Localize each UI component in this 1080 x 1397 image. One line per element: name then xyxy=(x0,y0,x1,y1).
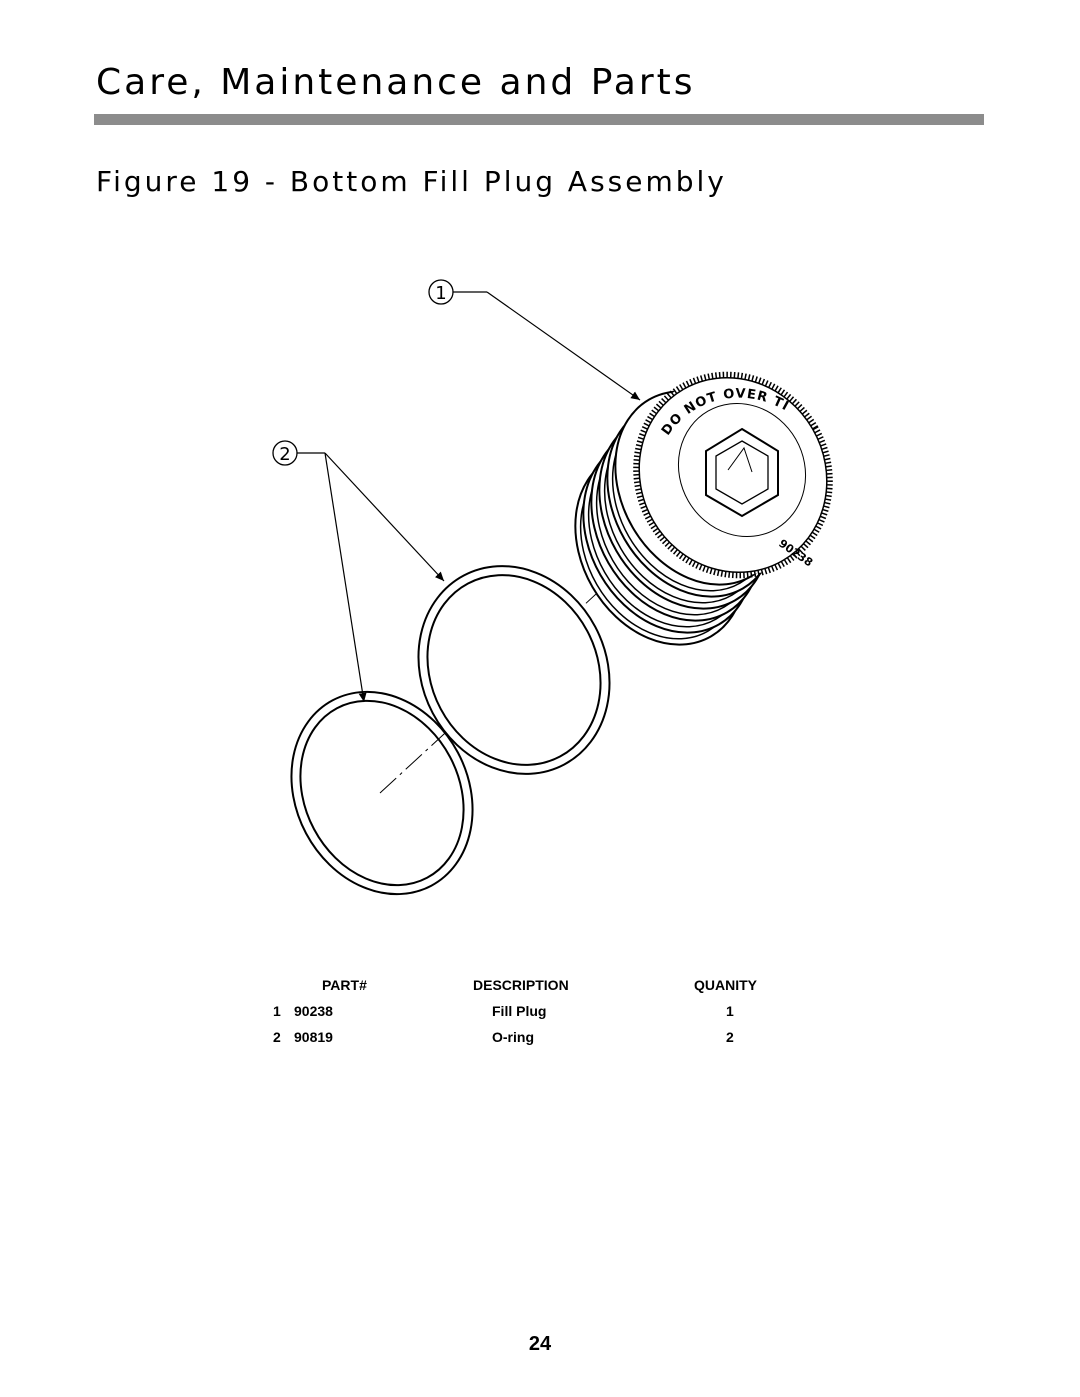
callout-2: 2 xyxy=(272,440,445,703)
header-part-number: PART# xyxy=(322,977,367,993)
section-title: Care, Maintenance and Parts xyxy=(96,62,696,103)
row-2-quantity: 2 xyxy=(726,1029,734,1045)
title-divider xyxy=(94,114,984,125)
row-1-description: Fill Plug xyxy=(492,1003,547,1019)
page-number: 24 xyxy=(528,1333,552,1355)
header-quantity: QUANITY xyxy=(694,977,757,993)
row-1-item: 1 xyxy=(273,1003,281,1019)
row-2-description: O-ring xyxy=(492,1029,534,1045)
callout-1-label: 1 xyxy=(435,283,446,304)
o-ring-front xyxy=(290,690,474,896)
row-2-item: 2 xyxy=(273,1029,281,1045)
callout-2-leader-b xyxy=(324,452,367,703)
callout-1: 1 xyxy=(428,279,641,401)
header-description: DESCRIPTION xyxy=(473,977,569,993)
fill-plug-assembly-drawing: 1 2 xyxy=(0,0,833,896)
figure-title: Figure 19 - Bottom Fill Plug Assembly xyxy=(96,165,727,198)
row-1-part: 90238 xyxy=(294,1003,333,1019)
o-ring-rear xyxy=(417,565,611,775)
cap-warning-text: DO NOT OVER TIGHTEN xyxy=(0,0,792,438)
callout-1-leader xyxy=(486,291,641,401)
row-2-part: 90819 xyxy=(294,1029,333,1045)
row-1-quantity: 1 xyxy=(726,1003,734,1019)
callout-2-label: 2 xyxy=(279,444,290,465)
fill-plug: DO NOT OVER TIGHTEN 90238 xyxy=(0,0,833,646)
callout-2-leader-a xyxy=(324,452,445,582)
